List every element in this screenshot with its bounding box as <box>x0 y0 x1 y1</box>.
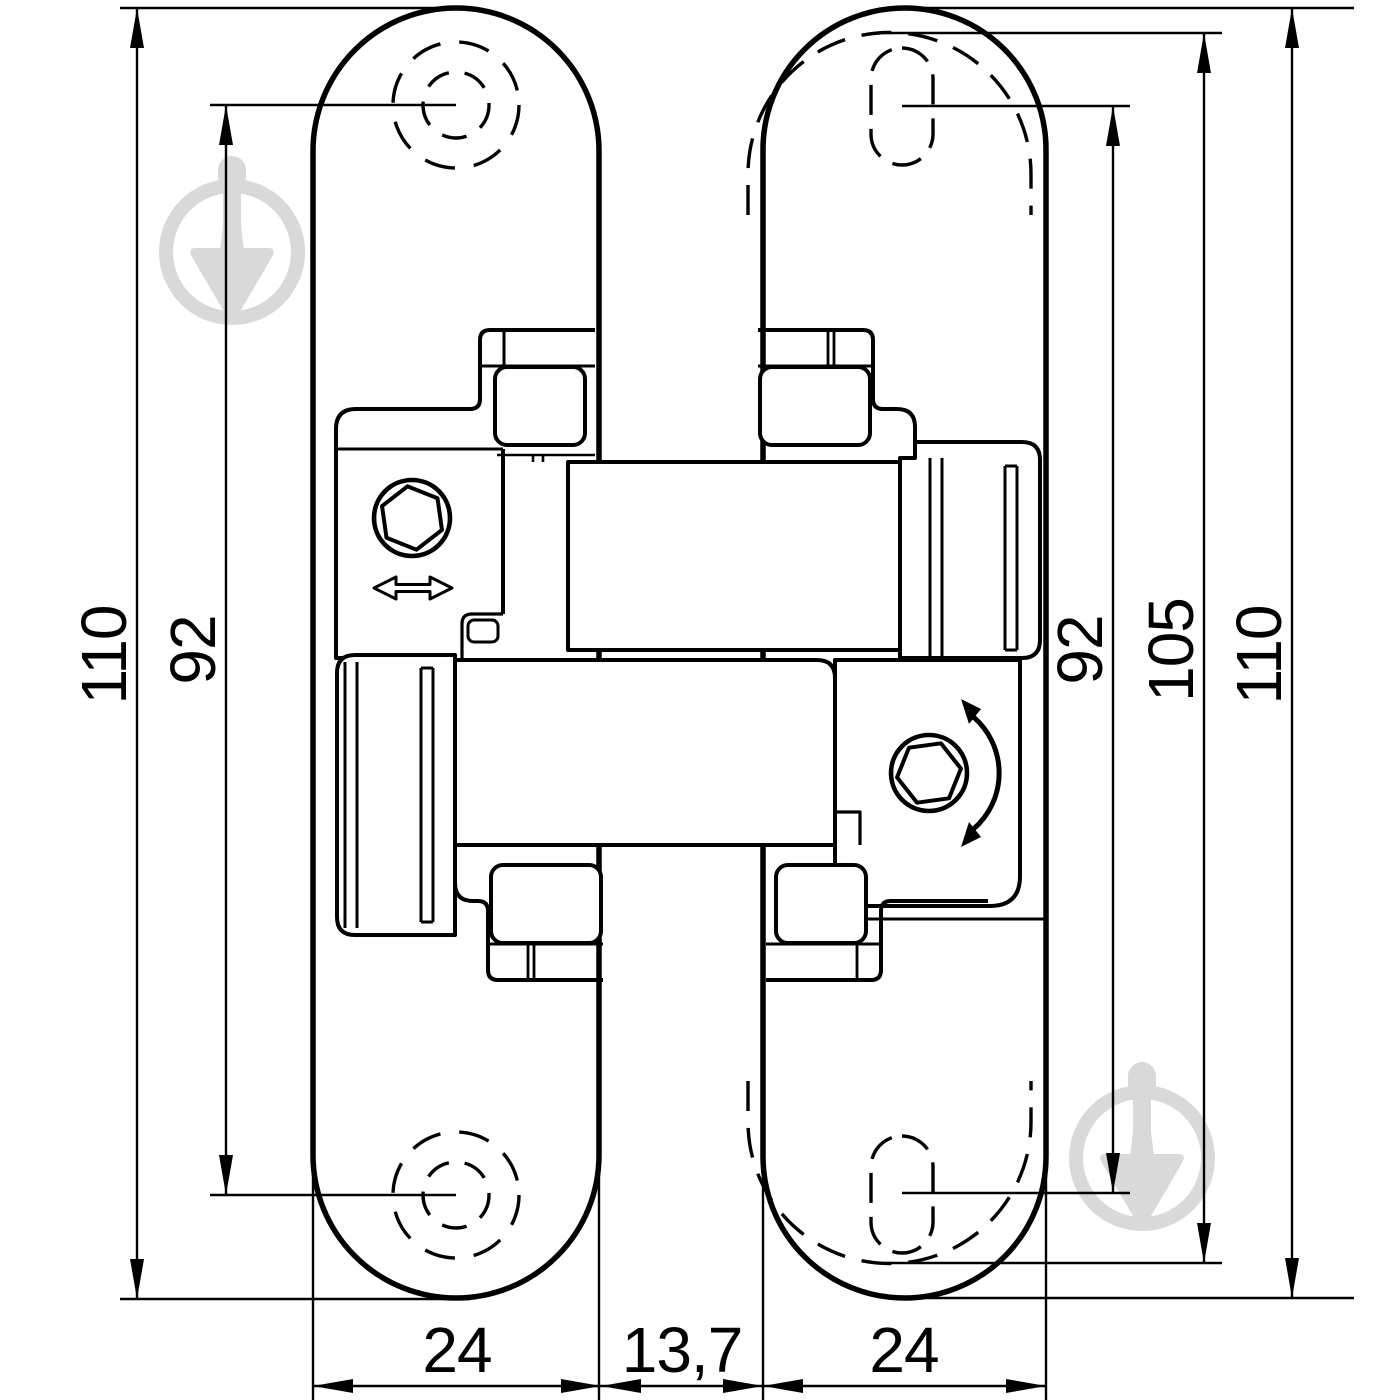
trowel-logo-watermark-top-left <box>159 156 305 325</box>
tab-ticks <box>826 330 836 366</box>
dim-label-105-right: 105 <box>1135 598 1207 702</box>
dim-label-110-right: 110 <box>1223 605 1295 704</box>
lower-link-arm <box>453 658 837 847</box>
dim-label-92-right: 92 <box>1044 615 1116 684</box>
arrow-left <box>763 1379 803 1393</box>
watermark-handle-flare <box>1130 1132 1154 1156</box>
dim-label-13-7: 13,7 <box>622 1314 743 1386</box>
ext-lines-bottom-verticals <box>311 1157 1048 1400</box>
dimension-lines <box>120 6 1354 1400</box>
arrow-right <box>723 1379 763 1393</box>
upper-right-wing <box>758 365 872 447</box>
arrow-right <box>1006 1379 1046 1393</box>
arrow-down <box>1106 1153 1120 1193</box>
arrow-up <box>1197 33 1211 73</box>
anchor-block-outline <box>334 328 595 660</box>
arrow-up <box>219 105 233 145</box>
lower-right-anchor-block <box>766 658 1046 982</box>
rotation-adjustment-arrow-icon <box>961 699 1002 847</box>
block-bottom-step <box>460 612 503 658</box>
right-tab-flange <box>758 328 917 442</box>
upper-left-anchor-block <box>334 328 595 660</box>
horizontal-adjustment-arrow-icon <box>372 575 454 601</box>
tab-ticks <box>526 944 536 980</box>
dim-label-92-left: 92 <box>157 615 229 684</box>
trowel-logo-watermark-bottom-right <box>1069 1062 1215 1231</box>
right-plate-slots <box>869 46 935 1255</box>
lower-left-wing <box>489 863 603 945</box>
block-step-insert <box>466 618 500 644</box>
upper-right-pivot-pocket <box>758 328 1042 660</box>
hex-socket-left <box>380 484 444 552</box>
upper-left-wing <box>493 365 587 447</box>
bearing-strips <box>343 662 359 928</box>
watermark-trowel-blade <box>190 248 274 316</box>
pivot-pocket-outline <box>898 440 1042 660</box>
arrow-left <box>313 1379 353 1393</box>
bearing-strips-inner <box>419 666 435 924</box>
dim-label-110-left: 110 <box>68 605 140 704</box>
arrow-down <box>1285 1258 1299 1298</box>
dim-label-24-right: 24 <box>869 1314 938 1386</box>
lower-left-pivot-pocket <box>335 653 603 982</box>
bearing-strips-inner <box>1003 464 1019 652</box>
watermark-handle-stem <box>1133 1084 1151 1134</box>
upper-link-arm <box>566 460 902 652</box>
rotation-arc <box>971 715 1002 831</box>
wing-under-ticks <box>531 455 545 462</box>
lower-right-wing <box>774 863 868 945</box>
pivot-pocket-outline <box>335 653 457 937</box>
arrow-up <box>1106 106 1120 146</box>
bottom-screw-hole-outer-dashed-circle <box>391 1130 521 1260</box>
watermark-trowel-blade <box>1100 1154 1184 1222</box>
arrow-right <box>561 1379 601 1393</box>
hex-socket-right <box>895 741 963 805</box>
arrow-down <box>1197 1223 1211 1263</box>
watermark-handle-flare <box>220 226 244 250</box>
bearing-strips <box>928 458 944 658</box>
hinge-mechanism <box>334 328 1046 982</box>
bottom-oval-slot <box>869 1134 935 1255</box>
lower-right-tab-flange <box>766 899 988 982</box>
watermark-handle-stem <box>223 178 241 228</box>
top-oval-slot <box>869 46 935 167</box>
lower-left-tab-flange <box>453 845 603 982</box>
arrow-down <box>130 1259 144 1299</box>
arrow-up <box>1285 8 1299 48</box>
dimension-arrowheads <box>130 8 1299 1393</box>
dimension-labels: 110 92 92 105 110 24 13,7 24 <box>68 598 1295 1386</box>
rotation-arrow-top-head <box>961 699 981 724</box>
arrow-up <box>130 8 144 48</box>
arrow-down <box>219 1155 233 1195</box>
rotation-arrow-bottom-head <box>961 822 981 847</box>
arrow-left <box>601 1379 641 1393</box>
dim-label-24-left: 24 <box>422 1314 491 1386</box>
block-step <box>835 810 862 845</box>
top-screw-hole-outer-dashed-circle <box>391 40 521 170</box>
